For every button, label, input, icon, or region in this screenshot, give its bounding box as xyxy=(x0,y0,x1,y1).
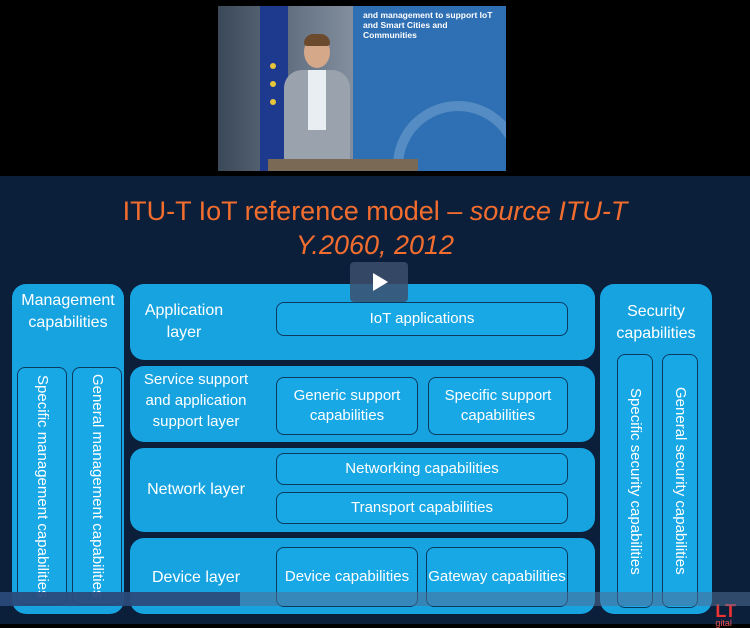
specific-security-label: Specific security capabilities xyxy=(627,387,644,575)
service-support-layer-box: Service support and application support … xyxy=(130,366,595,442)
video-progress-fill xyxy=(0,592,240,606)
eu-flag xyxy=(260,6,288,171)
networking-capabilities-box: Networking capabilities xyxy=(276,453,568,485)
security-capabilities-box: Security capabilities Specific security … xyxy=(600,284,712,614)
brand-logo: LT gital xyxy=(715,601,736,628)
play-button[interactable] xyxy=(350,262,408,302)
backdrop-banner: and management to support IoT and Smart … xyxy=(353,6,506,171)
backdrop-text: and management to support IoT and Smart … xyxy=(363,10,493,40)
service-support-layer-label: Service support and application support … xyxy=(143,371,249,430)
security-title: Security capabilities xyxy=(616,303,696,342)
generic-support-box: Generic support capabilities xyxy=(276,377,418,435)
management-title: Management capabilities xyxy=(21,292,115,331)
slide-title: ITU-T IoT reference model – source ITU-T… xyxy=(0,194,750,262)
specific-management-box: Specific management capabilities xyxy=(17,367,67,605)
title-line2: Y.2060, 2012 xyxy=(295,230,455,260)
general-management-label: General management capabilities xyxy=(89,374,106,598)
video-progress-bar[interactable] xyxy=(0,592,750,606)
management-capabilities-box: Management capabilities Specific managem… xyxy=(12,284,124,614)
application-layer-label: Application layer xyxy=(144,302,224,341)
iot-applications-box: IoT applications xyxy=(276,302,568,336)
network-layer-label: Network layer xyxy=(147,481,245,498)
speaker-video-inset: and management to support IoT and Smart … xyxy=(218,6,506,171)
presentation-slide: ITU-T IoT reference model – source ITU-T… xyxy=(0,176,750,628)
specific-security-box: Specific security capabilities xyxy=(617,354,653,608)
podium xyxy=(268,159,418,171)
device-layer-label: Device layer xyxy=(151,569,241,586)
general-management-box: General management capabilities xyxy=(72,367,122,605)
transport-capabilities-box: Transport capabilities xyxy=(276,492,568,524)
general-security-label: General security capabilities xyxy=(672,387,689,575)
general-security-box: General security capabilities xyxy=(662,354,698,608)
specific-management-label: Specific management capabilities xyxy=(34,374,51,598)
network-layer-box: Network layer Networking capabilities Tr… xyxy=(130,448,595,532)
title-main: ITU-T IoT reference model – xyxy=(122,196,470,226)
speaker xyxy=(280,34,352,171)
title-source: source ITU-T xyxy=(469,196,628,226)
specific-support-box: Specific support capabilities xyxy=(428,377,568,435)
brand-logo-sub: gital xyxy=(715,618,732,628)
brand-logo-text: LT xyxy=(715,601,736,621)
